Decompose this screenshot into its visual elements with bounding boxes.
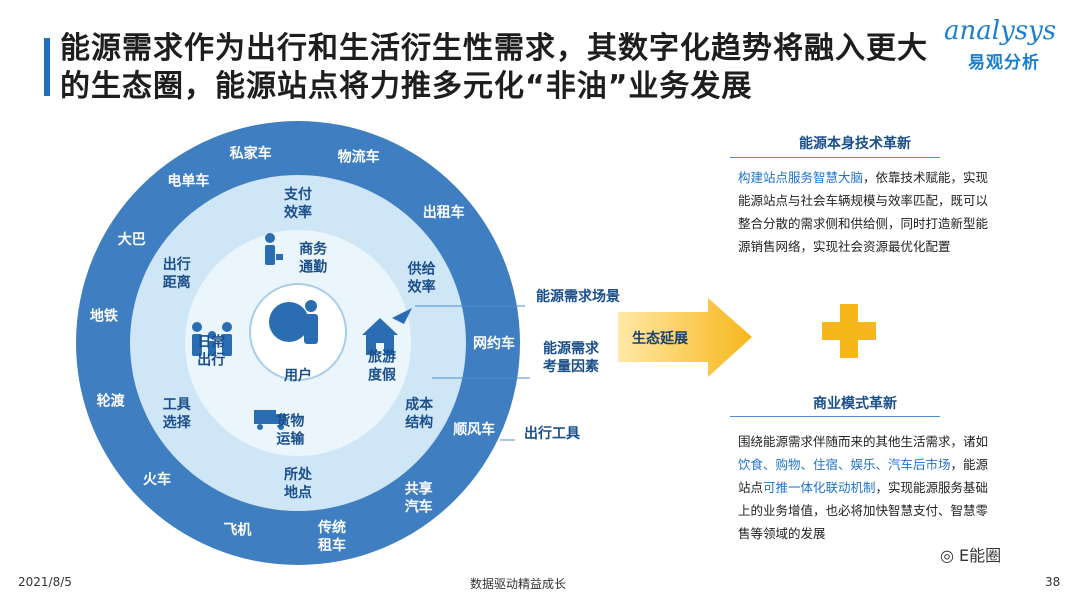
logo-chinese: 易观分析	[968, 53, 1040, 73]
truck-icon	[254, 410, 286, 430]
business-highlight-1: 饮食、购物、住宿、娱乐、汽车后市场	[738, 457, 951, 472]
business-heading-line	[730, 416, 940, 417]
outer-ring-label: 共享汽车	[405, 481, 433, 516]
footer-date: 2021/8/5	[18, 575, 72, 589]
outer-ring-label: 地铁	[90, 308, 118, 325]
logo-english: analysys	[944, 16, 1057, 46]
footer-slogan: 数据驱动精益成长	[470, 577, 567, 591]
outer-ring-label: 轮渡	[97, 392, 126, 409]
business-body-3: ，能源站点	[738, 457, 989, 495]
middle-ring-label: 支付效率	[283, 186, 312, 221]
arrow-label: 生态延展	[632, 330, 688, 347]
outer-ring-label: 电单车	[167, 173, 209, 190]
inner-ring-label: 旅游度假	[368, 349, 397, 384]
ecosystem-arrow	[618, 298, 752, 377]
outer-ring-label: 网约车	[473, 335, 515, 352]
watermark-label: ◎ E能圈	[940, 546, 1002, 565]
business-person-icon	[265, 233, 283, 265]
outer-ring-label: 出租车	[423, 204, 465, 221]
outer-ring-label: 私家车	[230, 145, 272, 162]
title-accent-bar	[44, 38, 50, 96]
inner-ring-label: 货物运输	[275, 413, 305, 448]
tech-heading: 能源本身技术革新	[799, 136, 911, 152]
tech-highlight: 构建站点服务智慧大脑	[738, 170, 864, 185]
middle-ring-label: 成本结构	[405, 396, 434, 431]
outer-ring-label: 大巴	[118, 231, 146, 248]
side-label-factors: 能源需求考量因素	[543, 340, 600, 375]
outer-ring-label: 顺风车	[453, 421, 495, 438]
page-title: 能源需求作为出行和生活衍生性需求，其数字化趋势将融入更大的生态圈，能源站点将力推…	[60, 31, 928, 104]
brand-logo: analysys 易观分析	[944, 16, 1064, 76]
middle-ring-label: 供给效率	[407, 260, 436, 295]
business-heading: 商业模式革新	[813, 396, 897, 412]
middle-ring-label: 出行距离	[163, 256, 191, 291]
page-number: 38	[1045, 575, 1061, 589]
outer-ring-label: 物流车	[338, 149, 380, 166]
family-icon	[192, 322, 232, 356]
side-label-scene: 能源需求场景	[536, 288, 620, 305]
plus-icon-vertical	[840, 304, 858, 358]
center-label: 用户	[284, 367, 312, 384]
outer-ring-label: 火车	[143, 471, 171, 488]
business-highlight-2: 可推一体化联动机制	[763, 480, 876, 495]
middle-ring-label: 工具选择	[163, 397, 192, 431]
middle-ring-label: 所处地点	[284, 466, 313, 501]
tech-body: 构建站点服务智慧大脑，依靠技术赋能，实现能源站点与社会车辆规模与效率匹配，既可以…	[738, 166, 1000, 258]
business-body: 围绕能源需求伴随而来的其他生活需求，诸如饮食、购物、住宿、娱乐、汽车后市场，能源…	[738, 430, 1000, 545]
side-label-tools: 出行工具	[524, 425, 580, 442]
watermark-text: E能圈	[959, 546, 1002, 565]
inner-ring-label: 日常出行	[197, 334, 225, 369]
business-body-1: 围绕能源需求伴随而来的其他生活需求，诸如	[738, 434, 989, 449]
user-icon	[269, 300, 318, 344]
tech-body-text: ，依靠技术赋能，实现能源站点与社会车辆规模与效率匹配，既可以整合分散的需求侧和供…	[738, 170, 989, 254]
inner-ring-label: 商务通勤	[299, 240, 328, 275]
business-body-5: ，实现能源服务基础上的业务增值，也必将加快智慧支付、智慧零售等领域的发展	[738, 480, 989, 541]
outer-ring-label: 飞机	[223, 521, 251, 538]
outer-ring-label: 传统租车	[317, 519, 346, 554]
house-icon	[362, 318, 398, 355]
tech-heading-line	[730, 157, 940, 158]
plane-icon	[392, 308, 412, 324]
